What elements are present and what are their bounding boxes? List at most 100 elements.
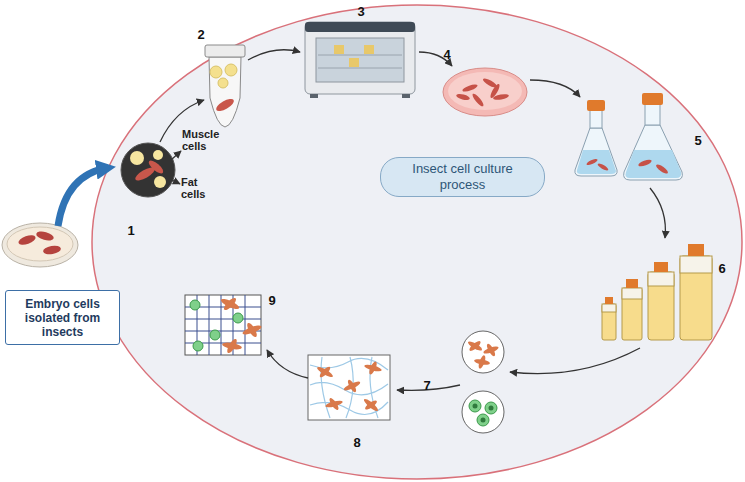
cultured-tissue-grid bbox=[185, 295, 262, 355]
callout-number: 1 bbox=[127, 223, 134, 238]
muscle-cell bbox=[638, 158, 653, 167]
callout-number: 7 bbox=[423, 378, 430, 393]
flask-body bbox=[575, 128, 617, 176]
muscle-cell bbox=[597, 162, 609, 171]
callout-number: 5 bbox=[694, 133, 701, 148]
flask-cap bbox=[642, 93, 663, 105]
muscle-cell bbox=[318, 365, 331, 378]
muscle-cell bbox=[471, 92, 485, 107]
muscle-cell bbox=[147, 159, 165, 176]
dish-inner bbox=[448, 72, 522, 110]
incubator-foot bbox=[402, 94, 410, 98]
bottle-body bbox=[680, 256, 712, 340]
source-dish bbox=[2, 223, 78, 267]
incubator-body bbox=[305, 22, 415, 94]
muscle-cell bbox=[477, 355, 486, 370]
fat-cell bbox=[190, 300, 200, 310]
muscle-circle bbox=[462, 331, 504, 373]
muscle-cell bbox=[655, 163, 669, 175]
flask-neck bbox=[645, 104, 660, 125]
cell-nucleus bbox=[481, 418, 486, 423]
embryo-cell bbox=[42, 244, 61, 255]
bottle-body bbox=[602, 304, 616, 340]
muscle-cell bbox=[462, 83, 479, 93]
bottle-shoulder bbox=[648, 272, 674, 286]
flask-medium bbox=[577, 150, 616, 174]
incubator bbox=[305, 22, 415, 98]
incubator-flask bbox=[349, 58, 359, 67]
cell-isolation bbox=[121, 143, 175, 197]
bottle-shoulder bbox=[602, 304, 616, 312]
muscle-cell bbox=[225, 338, 238, 355]
process-arrow bbox=[510, 348, 640, 374]
cell-nucleus bbox=[473, 404, 478, 409]
muscle-cell bbox=[346, 379, 357, 394]
flask-body bbox=[624, 125, 683, 180]
tube-cap bbox=[205, 45, 245, 57]
cell-nucleus bbox=[489, 406, 494, 411]
transfer-arrow bbox=[58, 168, 108, 226]
bottle-cap bbox=[654, 262, 668, 272]
bottle-body bbox=[648, 272, 674, 340]
fat-cell bbox=[154, 176, 166, 188]
muscle-cell bbox=[485, 343, 496, 358]
bottle-shoulder bbox=[680, 256, 712, 273]
fat-cell bbox=[477, 414, 489, 426]
muscle-cell bbox=[222, 296, 238, 312]
flask-neck bbox=[590, 110, 602, 128]
scaffold bbox=[308, 355, 390, 420]
muscle-cell bbox=[467, 340, 483, 352]
dish-inner bbox=[7, 227, 73, 261]
muscle-cell bbox=[364, 399, 378, 411]
bottle-shoulder bbox=[622, 288, 642, 299]
dish-rim bbox=[443, 68, 527, 116]
culture-bottles bbox=[602, 244, 712, 340]
bottle-cap bbox=[605, 297, 613, 304]
bottle-cap bbox=[688, 244, 704, 256]
pointer-arrow bbox=[171, 151, 181, 160]
flask-cap bbox=[587, 100, 605, 111]
fat-cell bbox=[153, 150, 163, 160]
fat-cell bbox=[485, 402, 497, 414]
callout-number: 9 bbox=[268, 293, 275, 308]
pointer-arrow bbox=[172, 180, 180, 184]
callout-number: 6 bbox=[718, 261, 725, 276]
muscle-cell bbox=[245, 322, 258, 339]
callout-number: 2 bbox=[197, 27, 204, 42]
muscle-cell bbox=[328, 397, 340, 411]
dish-rim bbox=[2, 223, 78, 267]
muscle-cell bbox=[220, 297, 241, 311]
fat-cell bbox=[193, 341, 203, 351]
isolation-circle bbox=[121, 143, 175, 197]
fat-cell bbox=[210, 330, 220, 340]
callout-number: 4 bbox=[443, 47, 450, 62]
process-ellipse bbox=[92, 5, 742, 479]
node-text: Insect cell culture process bbox=[399, 161, 526, 193]
cell-label: Muscle cells bbox=[182, 128, 226, 152]
callout-number: 8 bbox=[353, 435, 360, 450]
embryo-cell bbox=[17, 233, 37, 247]
callout-number: 3 bbox=[357, 4, 364, 19]
grid-frame bbox=[185, 295, 261, 355]
incubator-panel bbox=[305, 22, 415, 32]
source-box: Embryo cells isolated from insects bbox=[5, 290, 120, 345]
fat-cell bbox=[225, 64, 237, 76]
incubator-shelf bbox=[318, 68, 402, 69]
muscle-cell bbox=[489, 83, 501, 99]
incubator-window bbox=[316, 38, 404, 82]
bottle-cap bbox=[626, 279, 638, 288]
fat-cell bbox=[130, 151, 144, 165]
muscle-cell bbox=[368, 361, 378, 376]
incubator-flask bbox=[364, 45, 374, 54]
embryo-cell bbox=[35, 230, 54, 242]
muscle-cell bbox=[362, 397, 379, 412]
erlenmeyer-flasks bbox=[575, 93, 683, 180]
incubator-shelf bbox=[318, 55, 402, 56]
tube-body bbox=[209, 57, 241, 127]
scaffold-mesh bbox=[310, 357, 388, 418]
bottle-body bbox=[622, 288, 642, 340]
fat-cell bbox=[233, 313, 243, 323]
process-arrows bbox=[160, 50, 665, 391]
fat-cell bbox=[218, 78, 228, 88]
